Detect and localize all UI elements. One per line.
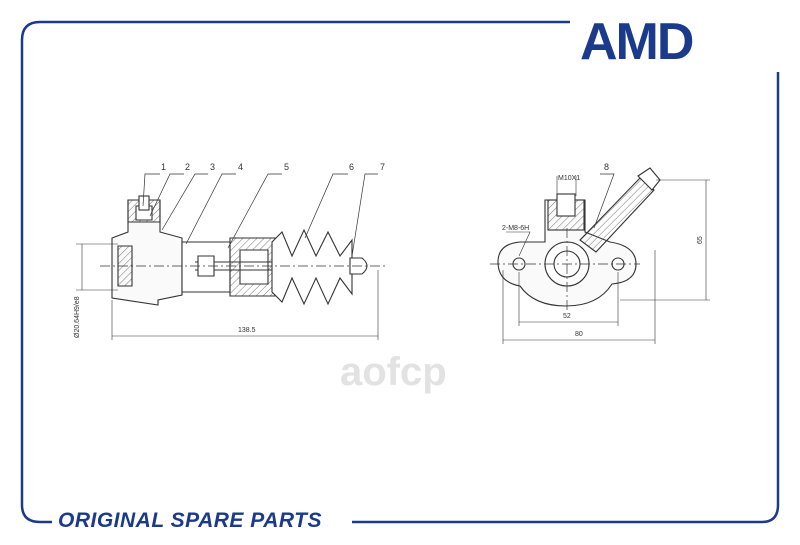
- callout-5: 5: [284, 162, 289, 172]
- dimension-flange-width: 80: [575, 331, 583, 338]
- dimension-bore: Ø20.64H9/e8: [74, 296, 81, 338]
- callout-8: 8: [604, 162, 609, 172]
- callout-6: 6: [349, 162, 354, 172]
- dimension-thread: M10X1: [558, 175, 580, 182]
- frame-border-right: [352, 72, 780, 524]
- callout-2: 2: [185, 162, 190, 172]
- watermark: aofcp: [340, 350, 447, 394]
- callout-4: 4: [238, 162, 243, 172]
- dimension-hole-spacing: 52: [563, 313, 571, 320]
- callout-1: 1: [161, 162, 166, 172]
- end-view-dimensions: [502, 176, 710, 344]
- brand-logo: AMD: [580, 13, 694, 71]
- end-view: [490, 167, 661, 310]
- callout-leaders: [142, 173, 615, 257]
- dimension-height: 65: [697, 236, 704, 244]
- dimension-length: 138.5: [238, 327, 256, 334]
- frame-border-left: [20, 20, 570, 524]
- footer-tagline: ORIGINAL SPARE PARTS: [58, 509, 322, 532]
- dimension-mount-holes: 2-M8-6H: [502, 225, 529, 232]
- dimension-lines: [76, 243, 379, 340]
- callout-7: 7: [380, 162, 385, 172]
- side-section-view: [100, 195, 385, 306]
- callout-3: 3: [210, 162, 215, 172]
